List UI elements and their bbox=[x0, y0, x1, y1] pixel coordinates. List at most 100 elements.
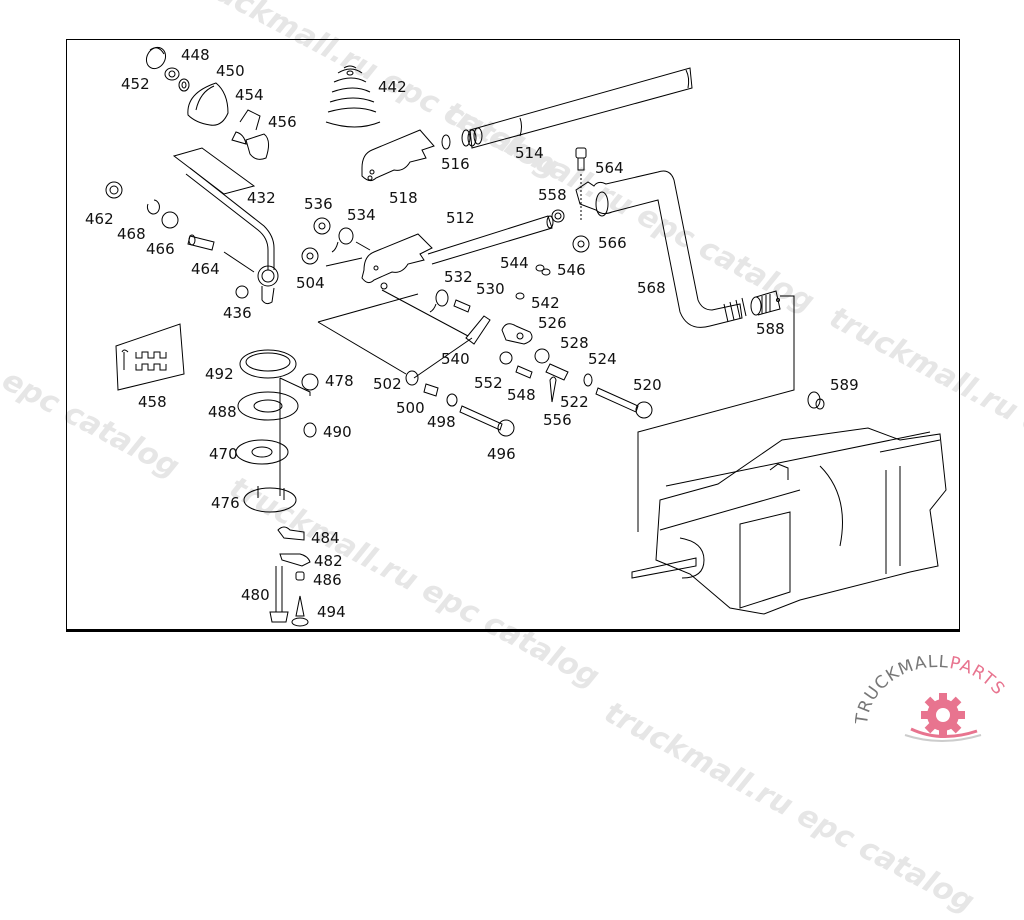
callout-516[interactable]: 516 bbox=[441, 155, 470, 173]
callout-470[interactable]: 470 bbox=[209, 445, 238, 463]
part-492-boot-ring[interactable] bbox=[240, 350, 296, 378]
part-500-spacer[interactable] bbox=[424, 384, 438, 396]
callout-496[interactable]: 496 bbox=[487, 445, 516, 463]
part-464-pin[interactable] bbox=[188, 235, 214, 250]
part-494-screw[interactable] bbox=[292, 596, 308, 626]
callout-552[interactable]: 552 bbox=[474, 374, 503, 392]
callout-568[interactable]: 568 bbox=[637, 279, 666, 297]
callout-528[interactable]: 528 bbox=[560, 334, 589, 352]
part-480-bolt[interactable] bbox=[270, 566, 288, 622]
callout-566[interactable]: 566 bbox=[598, 234, 627, 252]
callout-564[interactable]: 564 bbox=[595, 159, 624, 177]
part-558-spring[interactable] bbox=[552, 210, 564, 222]
part-468-circlip[interactable] bbox=[147, 200, 159, 214]
part-482-bracket[interactable] bbox=[280, 554, 310, 566]
part-542-washer[interactable] bbox=[516, 293, 524, 299]
callout-534[interactable]: 534 bbox=[347, 206, 376, 224]
callout-542[interactable]: 542 bbox=[531, 294, 560, 312]
callout-588[interactable]: 588 bbox=[756, 320, 785, 338]
part-540-lever[interactable] bbox=[466, 316, 490, 344]
part-502-washer[interactable] bbox=[406, 371, 418, 385]
part-478-nut[interactable] bbox=[302, 374, 318, 390]
part-476-plate[interactable] bbox=[244, 486, 296, 512]
callout-482[interactable]: 482 bbox=[314, 552, 343, 570]
part-528-bushing[interactable] bbox=[535, 349, 568, 380]
part-458-shift-plate[interactable] bbox=[116, 324, 184, 390]
callout-518[interactable]: 518 bbox=[389, 189, 418, 207]
part-532-bushing[interactable] bbox=[430, 290, 448, 312]
part-556-cotter-pin[interactable] bbox=[550, 377, 556, 402]
part-432-shift-lever[interactable] bbox=[186, 168, 278, 304]
callout-532[interactable]: 532 bbox=[444, 268, 473, 286]
part-524-washer[interactable] bbox=[584, 374, 592, 386]
part-456-sleeve[interactable] bbox=[232, 110, 269, 159]
part-536-nut[interactable] bbox=[314, 218, 330, 234]
callout-436[interactable]: 436 bbox=[223, 304, 252, 322]
part-526-link[interactable] bbox=[502, 324, 532, 344]
callout-478[interactable]: 478 bbox=[325, 372, 354, 390]
callout-498[interactable]: 498 bbox=[427, 413, 456, 431]
part-454-knob[interactable] bbox=[188, 83, 228, 125]
part-516-oring[interactable] bbox=[442, 135, 450, 149]
part-442-boot[interactable] bbox=[326, 66, 380, 127]
part-530-pin[interactable] bbox=[454, 300, 470, 312]
callout-448[interactable]: 448 bbox=[181, 46, 210, 64]
callout-442[interactable]: 442 bbox=[378, 78, 407, 96]
callout-492[interactable]: 492 bbox=[205, 365, 234, 383]
callout-464[interactable]: 464 bbox=[191, 260, 220, 278]
callout-548[interactable]: 548 bbox=[507, 386, 536, 404]
part-450-washer[interactable] bbox=[179, 79, 189, 91]
part-496-bolt[interactable] bbox=[460, 406, 514, 436]
part-548-pin[interactable] bbox=[516, 366, 532, 378]
callout-558[interactable]: 558 bbox=[538, 186, 567, 204]
callout-432[interactable]: 432 bbox=[247, 189, 276, 207]
part-520-bolt[interactable] bbox=[596, 388, 652, 418]
part-488-plate[interactable] bbox=[238, 392, 298, 420]
part-462-bushing[interactable] bbox=[106, 182, 122, 198]
part-568-lever[interactable] bbox=[576, 171, 746, 327]
part-534-bushing[interactable] bbox=[332, 228, 353, 252]
callout-458[interactable]: 458 bbox=[138, 393, 167, 411]
part-512-shaft[interactable] bbox=[362, 216, 553, 289]
callout-589[interactable]: 589 bbox=[830, 376, 859, 394]
gearbox-housing[interactable] bbox=[632, 428, 946, 614]
callout-454[interactable]: 454 bbox=[235, 86, 264, 104]
part-546-washer[interactable] bbox=[542, 269, 550, 275]
callout-484[interactable]: 484 bbox=[311, 529, 340, 547]
callout-488[interactable]: 488 bbox=[208, 403, 237, 421]
callout-462[interactable]: 462 bbox=[85, 210, 114, 228]
callout-536[interactable]: 536 bbox=[304, 195, 333, 213]
callout-526[interactable]: 526 bbox=[538, 314, 567, 332]
callout-502[interactable]: 502 bbox=[373, 375, 402, 393]
part-518-fork[interactable] bbox=[362, 130, 434, 181]
callout-494[interactable]: 494 bbox=[317, 603, 346, 621]
callout-452[interactable]: 452 bbox=[121, 75, 150, 93]
callout-504[interactable]: 504 bbox=[296, 274, 325, 292]
callout-490[interactable]: 490 bbox=[323, 423, 352, 441]
part-448-nut[interactable] bbox=[165, 68, 179, 80]
part-484-clamp[interactable] bbox=[278, 527, 304, 540]
callout-514[interactable]: 514 bbox=[515, 144, 544, 162]
callout-546[interactable]: 546 bbox=[557, 261, 586, 279]
callout-468[interactable]: 468 bbox=[117, 225, 146, 243]
part-436-bushing[interactable] bbox=[236, 286, 248, 298]
part-498-washer[interactable] bbox=[447, 394, 457, 406]
callout-476[interactable]: 476 bbox=[211, 494, 240, 512]
callout-556[interactable]: 556 bbox=[543, 411, 572, 429]
callout-500[interactable]: 500 bbox=[396, 399, 425, 417]
part-486-spacer[interactable] bbox=[296, 572, 304, 580]
callout-520[interactable]: 520 bbox=[633, 376, 662, 394]
part-589-plug[interactable] bbox=[808, 392, 824, 409]
callout-522[interactable]: 522 bbox=[560, 393, 589, 411]
part-466-bushing[interactable] bbox=[162, 212, 178, 228]
part-566-nut[interactable] bbox=[573, 236, 589, 252]
part-588-coupling[interactable] bbox=[751, 291, 780, 315]
part-544-washer[interactable] bbox=[536, 265, 544, 271]
callout-544[interactable]: 544 bbox=[500, 254, 529, 272]
callout-540[interactable]: 540 bbox=[441, 350, 470, 368]
part-514-tube[interactable] bbox=[462, 68, 692, 148]
callout-486[interactable]: 486 bbox=[313, 571, 342, 589]
part-452-cap[interactable] bbox=[143, 44, 170, 72]
part-552-washer[interactable] bbox=[500, 352, 512, 364]
callout-480[interactable]: 480 bbox=[241, 586, 270, 604]
